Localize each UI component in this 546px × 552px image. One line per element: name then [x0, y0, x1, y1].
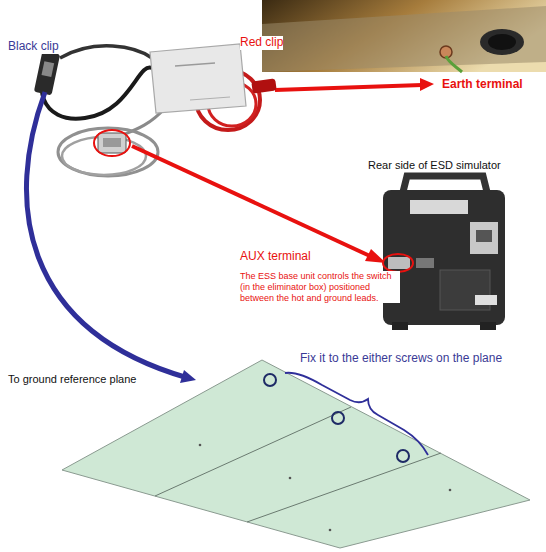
aux-cable: [58, 108, 165, 176]
black-clip-cable: [34, 46, 152, 119]
device-caption: Rear side of ESD simulator: [368, 159, 501, 172]
earth-terminal-photo: [262, 0, 546, 72]
blue-arrow: [26, 92, 196, 383]
brace: [285, 373, 428, 455]
red-arrow: [132, 146, 386, 263]
clip-label: Red clip: [240, 36, 283, 50]
ground-reference-plane: [62, 360, 530, 548]
terminal-label: Earth terminal: [442, 78, 523, 92]
clip-label: Black clip: [8, 40, 59, 54]
esd-simulator: [383, 176, 505, 330]
note-text: The ESS base unit controls the switch (i…: [240, 271, 400, 303]
plane-label: To ground reference plane: [8, 373, 136, 386]
terminal-label: AUX terminal: [240, 250, 311, 264]
red-arrow: [275, 78, 434, 91]
eliminator-box: [150, 44, 246, 113]
instruction-label: Fix it to the either screws on the plane: [300, 352, 502, 366]
